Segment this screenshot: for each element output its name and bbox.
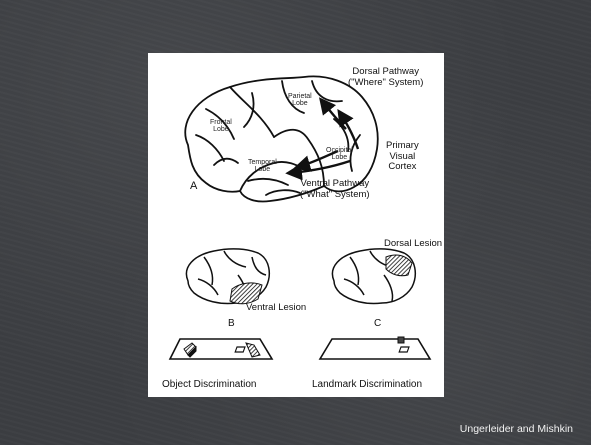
panel-a-letter: A [190,181,197,192]
landmark-cube [398,337,404,343]
landmark-discrimination-tray [320,339,430,359]
panel-c-letter: C [374,319,381,329]
ventral-lesion-label: Ventral Lesion [246,303,306,313]
object-discrimination-label: Object Discrimination [162,380,256,390]
dorsal-pathway-label: Dorsal Pathway("Where" System) [348,67,423,87]
dorsal-lesion-area [386,255,412,276]
panel-b-letter: B [228,319,235,329]
primary-visual-cortex-label: Primary Visual Cortex [386,141,419,172]
landmark-foodwell-left [235,347,245,352]
ventral-lesion-area [230,283,262,304]
landmark-discrimination-label: Landmark Discrimination [312,380,422,390]
landmark-foodwell-right [399,347,409,352]
credit-text: Ungerleider and Mishkin [460,423,573,435]
ventral-pathway-label: Ventral Pathway("What" System) [300,179,370,199]
dorsal-lesion-label: Dorsal Lesion [384,239,442,249]
